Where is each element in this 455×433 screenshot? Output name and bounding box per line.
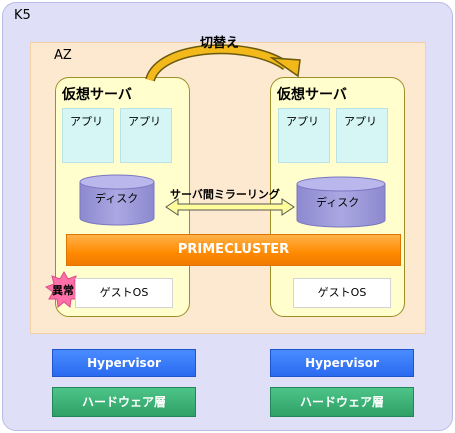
zone-label: AZ	[54, 48, 72, 63]
virtual-server-right-title: 仮想サーバ	[277, 87, 347, 103]
hypervisor-right: Hypervisor	[270, 349, 414, 377]
alert-label: 異常	[52, 284, 74, 297]
switchover-arrow	[145, 44, 301, 82]
app-label: アプリ	[286, 115, 319, 128]
app-box: アプリ	[336, 108, 388, 163]
app-label: アプリ	[70, 115, 103, 128]
region-label: K5	[14, 8, 31, 23]
mirroring-arrow	[165, 198, 295, 216]
virtual-server-left-title: 仮想サーバ	[62, 87, 132, 103]
guest-os-right: ゲストOS	[293, 278, 391, 308]
app-box: アプリ	[120, 108, 172, 163]
primecluster-bar: PRIMECLUSTER	[66, 234, 401, 266]
hypervisor-left: Hypervisor	[52, 349, 196, 377]
alert-burst-icon	[44, 270, 84, 308]
hardware-layer-left: ハードウェア層	[52, 387, 196, 417]
disk-label-right: ディスク	[316, 196, 360, 209]
app-label: アプリ	[128, 115, 161, 128]
disk-icon	[79, 174, 155, 226]
mirroring-label: サーバ間ミラーリング	[170, 188, 280, 201]
disk-icon	[296, 176, 386, 228]
app-box: アプリ	[278, 108, 330, 163]
hardware-layer-right: ハードウェア層	[270, 387, 414, 417]
switchover-label: 切替え	[200, 36, 240, 51]
app-box: アプリ	[62, 108, 114, 163]
disk-label-left: ディスク	[95, 192, 139, 205]
guest-os-left: ゲストOS	[75, 278, 173, 308]
app-label: アプリ	[344, 115, 377, 128]
